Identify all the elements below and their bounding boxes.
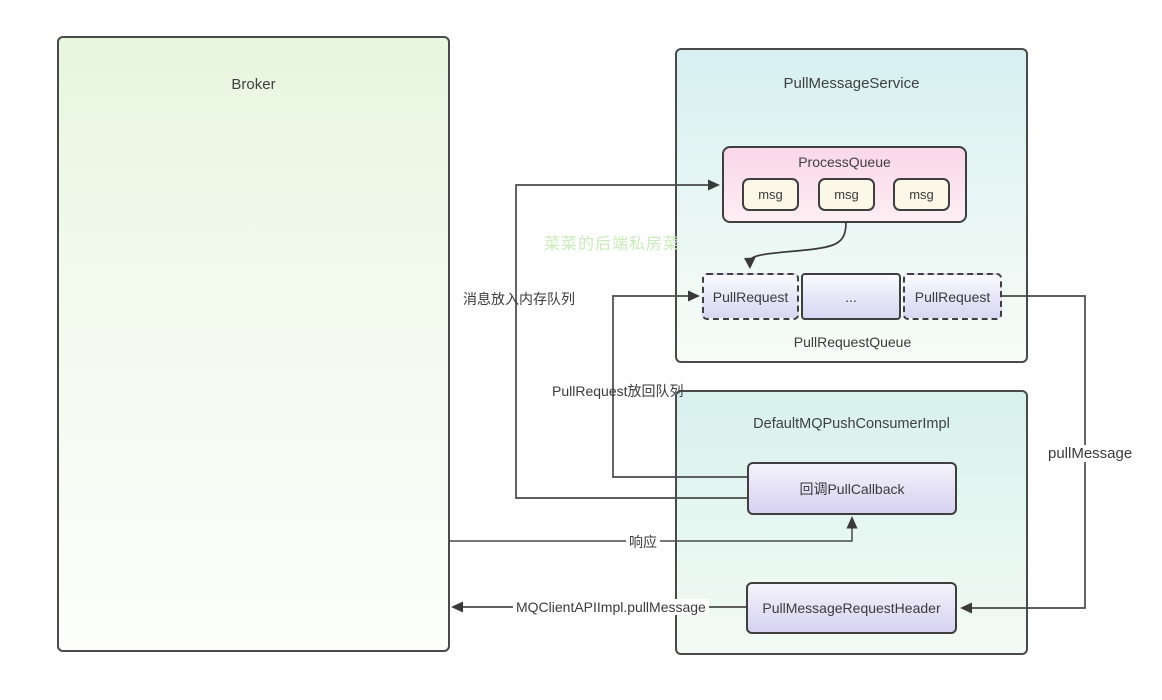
msg-item: msg: [818, 178, 875, 211]
edge-label-mq-client-api: MQClientAPIImpl.pullMessage: [513, 599, 709, 615]
msg-item: msg: [742, 178, 799, 211]
edge-label-response: 响应: [626, 532, 660, 552]
pull-request-item: PullRequest: [903, 273, 1002, 320]
edge-label-msg-to-memory-queue: 消息放入内存队列: [463, 291, 575, 307]
pull-request-item: PullRequest: [702, 273, 799, 320]
broker-box: Broker: [57, 36, 450, 652]
process-queue-title: ProcessQueue: [798, 154, 891, 170]
consumer-impl-title: DefaultMQPushConsumerImpl: [753, 416, 950, 432]
pull-message-service-title: PullMessageService: [783, 75, 920, 92]
pull-request-queue-caption: PullRequestQueue: [793, 334, 912, 350]
msg-item: msg: [893, 178, 950, 211]
pull-message-request-header-box: PullMessageRequestHeader: [746, 582, 957, 634]
broker-title: Broker: [231, 76, 276, 93]
edge-label-pull-message: pullMessage: [1045, 445, 1136, 462]
queue-ellipsis-item: ...: [801, 273, 901, 320]
watermark-text: 菜菜的后端私房菜: [544, 236, 681, 253]
pull-callback-box: 回调PullCallback: [747, 462, 957, 515]
edge-label-pull-request-back: PullRequest放回队列: [552, 383, 684, 399]
